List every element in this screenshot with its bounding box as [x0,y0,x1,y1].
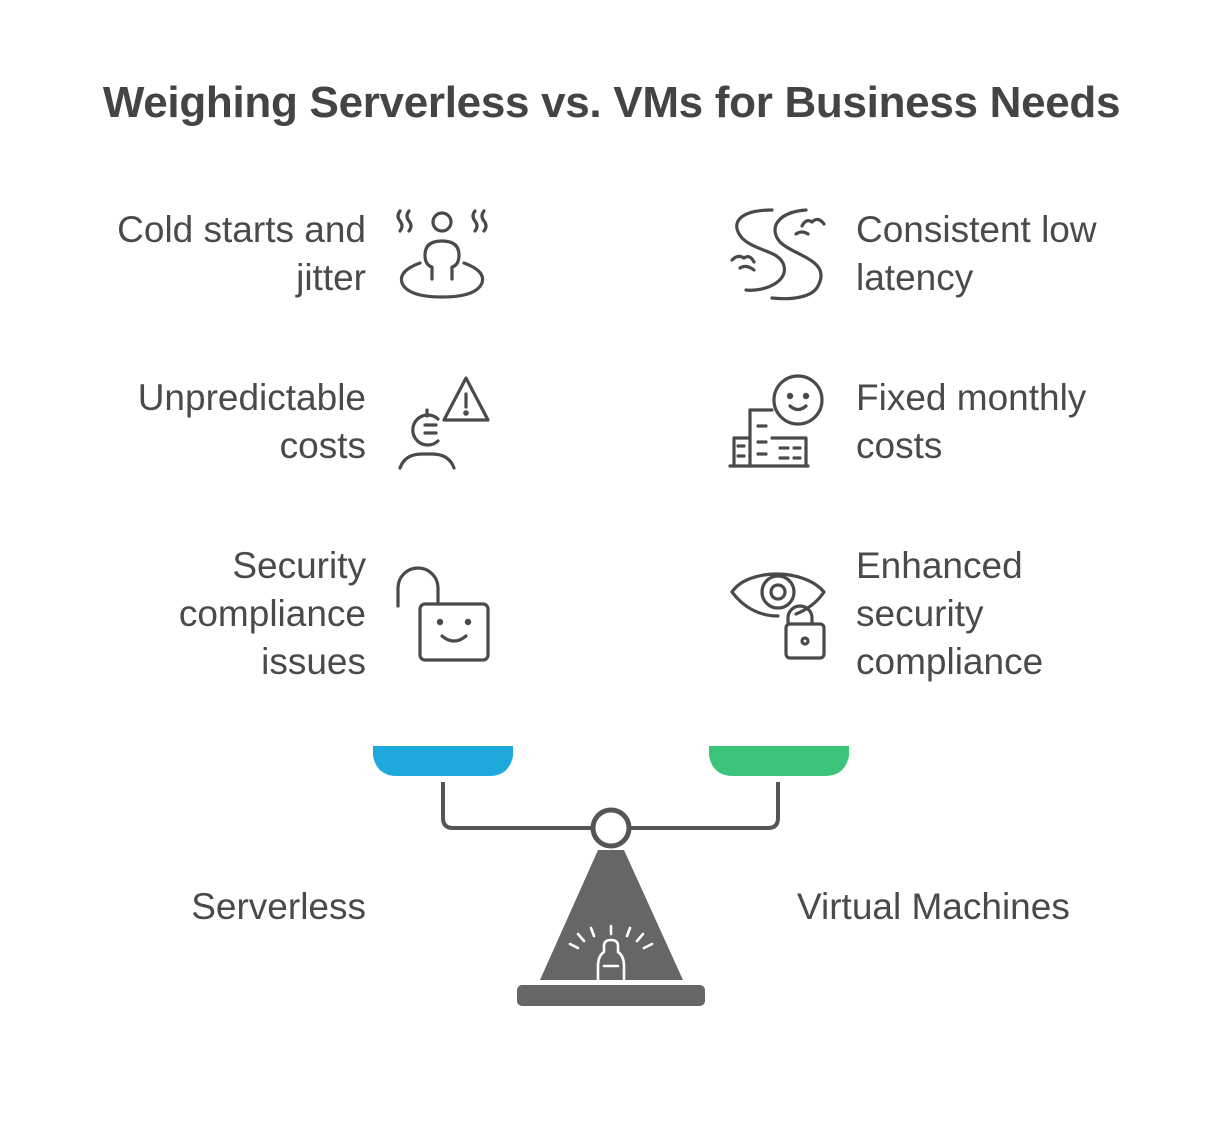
person-cost-warning-icon [392,372,492,472]
left-item-line: Unpredictable [137,377,366,418]
person-rising-steam-icon [392,205,492,305]
scale-pivot [590,807,632,849]
left-item-line: costs [279,425,366,466]
left-pan [373,746,513,776]
left-item-line: Cold starts and [117,209,366,250]
unlocked-padlock-icon [392,566,492,666]
serverless-label: Serverless [191,886,366,927]
right-item-line: compliance [856,641,1044,682]
left-item-line: compliance [178,593,366,634]
right-item-consistent-latency: Consistent low latency [856,206,1097,302]
right-item-line: costs [856,425,943,466]
right-item-enhanced-security: Enhanced security compliance [856,542,1043,686]
left-item-line: Security [232,545,366,586]
right-item-line: Enhanced [856,545,1023,586]
eye-padlock-icon [728,562,828,662]
happy-building-icon [728,372,828,472]
left-item-cold-starts: Cold starts and jitter [117,206,366,302]
left-item-security-issues: Security compliance issues [179,542,366,686]
left-item-line: jitter [296,257,366,298]
scale-arm-left [441,782,592,830]
page-title: Weighing Serverless vs. VMs for Business… [102,78,1121,127]
lightbulb-icon [568,924,654,982]
right-item-fixed-costs: Fixed monthly costs [856,374,1086,470]
left-item-unpredictable-costs: Unpredictable costs [138,374,366,470]
virtual-machines-label: Virtual Machines [797,886,1070,927]
scale-base-triangle [540,850,683,980]
right-pan [709,746,849,776]
smooth-river-road-icon [728,206,828,306]
right-item-line: Consistent low [856,209,1097,250]
scale-base-plate [517,985,705,1006]
right-item-line: latency [856,257,974,298]
right-item-line: security [856,593,984,634]
right-item-line: Fixed monthly [856,377,1087,418]
scale-arm-right [631,782,780,830]
left-item-line: issues [261,641,366,682]
